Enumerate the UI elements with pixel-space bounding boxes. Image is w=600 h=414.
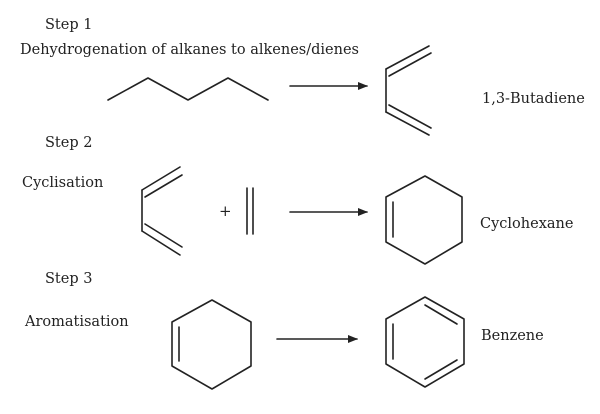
step-3-label: Step 3: [45, 271, 93, 287]
plus-sign: +: [219, 202, 232, 220]
ethylene-structure: [246, 187, 254, 235]
step-1-product-label: 1,3-Butadiene: [482, 91, 585, 107]
benzene-structure: [385, 296, 465, 388]
step-3-title: Aromatisation: [25, 314, 129, 330]
step-2-title: Cyclisation: [22, 175, 104, 191]
butadiene-structure: [385, 45, 432, 136]
step-2-product-label: Cyclohexane: [480, 216, 574, 232]
step-1-label: Step 1: [45, 17, 93, 33]
butadiene-reactant-structure: [141, 166, 183, 256]
step-3-product-label: Benzene: [481, 328, 544, 344]
step-2-label: Step 2: [45, 135, 93, 151]
cyclohexene-reactant-structure: [171, 299, 252, 390]
cyclohexene-product-structure: [385, 175, 463, 265]
step-1-title: Dehydrogenation of alkanes to alkenes/di…: [20, 42, 359, 58]
pentane-skeleton: [107, 77, 269, 101]
